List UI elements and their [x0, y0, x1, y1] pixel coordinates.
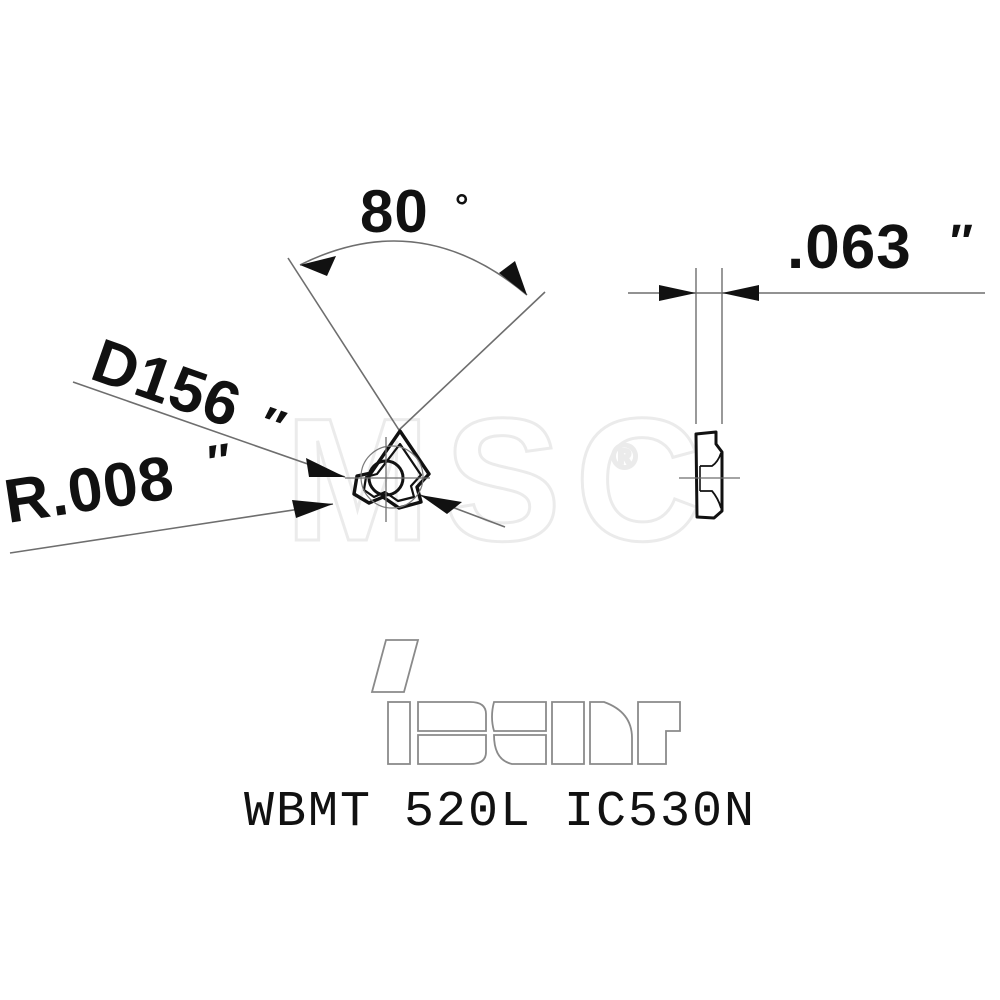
side-view-chipbreaker-upper	[700, 452, 722, 467]
thickness-arrowhead-left-icon	[659, 285, 696, 301]
iscar-logo-letter-c-lower	[493, 734, 547, 765]
iscar-logo-letter-i	[387, 701, 411, 765]
r008-arrowhead-right-icon	[420, 495, 462, 514]
watermark-registered-icon: ®	[612, 438, 637, 476]
msc-watermark: MSC ®	[283, 382, 716, 580]
thickness-inch-symbol-icon: ″	[950, 216, 973, 269]
trigon-insert-top-view	[345, 429, 431, 522]
iscar-logo-letter-s-lower	[417, 734, 487, 765]
iscar-logo-letter-c-upper	[491, 701, 547, 732]
angle-dimension-value: 80	[360, 178, 429, 245]
iscar-logo-letter-r	[637, 701, 681, 765]
r008-arrowhead-icon	[292, 500, 333, 518]
angle-dimension-80deg: 80 °	[287, 178, 546, 431]
insert-side-view	[679, 430, 740, 520]
d156-leader-line	[72, 381, 346, 478]
angle-leg-right	[398, 291, 546, 431]
iscar-logo-dot-icon	[370, 639, 420, 693]
thickness-dimension: .063 ″	[628, 213, 985, 424]
iscar-logo	[370, 639, 681, 765]
side-view-chipbreaker-lower	[700, 490, 722, 509]
r008-leader-line	[9, 503, 334, 554]
r008-inch-symbol-icon: ″	[204, 434, 235, 490]
inscribed-circle-construction	[360, 445, 424, 509]
iscar-logo-letter-a-stem	[551, 701, 585, 765]
side-view-outer-profile	[694, 430, 724, 520]
part-designation-label: WBMT 520L IC530N	[244, 784, 756, 841]
angle-leg-left	[287, 257, 400, 431]
d156-dimension-value: D156	[83, 326, 249, 441]
iscar-logo-letter-s-upper	[417, 701, 487, 732]
insert-outer-profile	[352, 429, 431, 510]
iscar-logo-letter-a-bowl	[589, 701, 633, 765]
thickness-arrowhead-right-icon	[722, 285, 759, 301]
watermark-label: MSC	[285, 383, 716, 578]
r008-dimension-value: R.008	[0, 443, 179, 537]
angle-arrowhead-right-icon	[499, 261, 527, 295]
angle-dimension-arc	[299, 240, 528, 296]
degree-symbol-icon: °	[455, 188, 469, 226]
d156-arrowhead-icon	[306, 458, 345, 477]
angle-arrowhead-left-icon	[300, 256, 336, 276]
thickness-dimension-value: .063	[787, 213, 912, 282]
